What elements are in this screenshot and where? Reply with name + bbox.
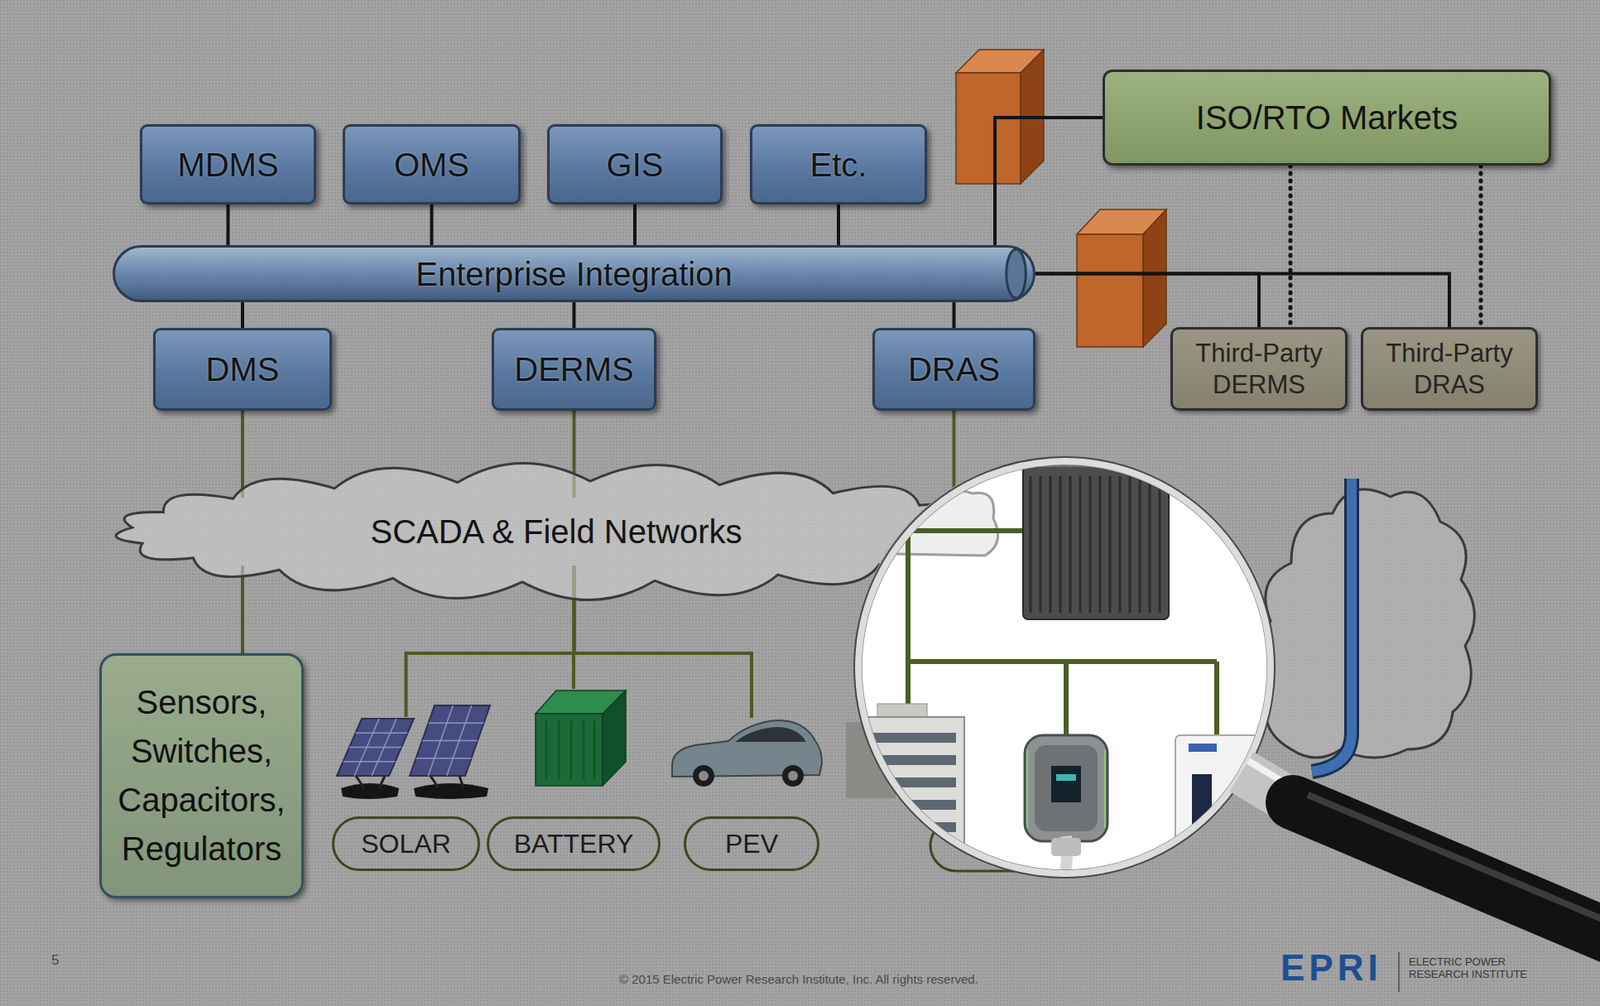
logo-wordmark: EPRI [1280,946,1383,990]
blue-tube [1311,478,1352,772]
label-pill: PEV [683,816,820,871]
water-heater-label [1188,743,1217,752]
system-box: DMS [153,327,332,411]
ev-charger [1024,735,1108,841]
connector-line [1035,273,1259,328]
connector-line [240,601,245,654]
ac-logo [1148,456,1156,464]
connector-line [574,601,753,718]
solar-panel [409,705,491,776]
network-cloud: SCADA & Field Networks [117,461,995,602]
connector-line [430,204,434,246]
system-box: MDMS [139,124,317,205]
firewall-front [956,72,1021,184]
ev-charger-display [1056,773,1077,781]
battery-side [602,690,626,786]
car-window [735,726,807,742]
third-party-box: Third-Party DRAS [1360,326,1538,411]
connector-line [994,117,1103,246]
copyright-notice: © 2015 Electric Power Research Institute… [619,971,979,986]
third-party-box: Third-Party DERMS [1170,326,1348,411]
node-text: DERMS [514,350,634,389]
node-text: DMS [206,350,280,389]
system-box: GIS [547,124,723,205]
solar-panel [336,718,414,776]
system-box: OMS [342,124,521,205]
node-text: PEV [725,828,779,860]
ac-grille [1030,475,1160,613]
car-wheel [782,764,804,787]
label-pill: BATTERY [486,816,661,871]
car-hub [698,770,709,781]
cloud-shape [115,462,997,600]
system-box: Etc. [749,124,928,205]
battery-ribs [546,720,595,780]
connector-line [952,302,957,328]
solar-legs [355,775,464,788]
connector-line [240,410,245,462]
connector-line [1035,273,1450,328]
car-wheel [692,764,715,787]
solar-stand [413,783,489,799]
cloud-wire-stub [952,461,957,498]
ev-charger-face [1034,744,1098,832]
logo-subtitle: ELECTRIC POWER RESEARCH INSTITUTE [1408,956,1552,981]
connector-line [572,302,577,328]
node-text: SCADA & Field Networks [369,512,742,551]
connector-line [572,410,577,462]
node-text: Third-Party DERMS [1181,337,1337,399]
device-node: SOLAR [331,716,481,871]
node-text: Third-Party DRAS [1371,337,1528,399]
connector-line [1288,165,1293,327]
node-text: Sensors, Switches, Capacitors, Regulator… [111,677,292,873]
page-number: 5 [51,951,59,969]
pipe-end [1006,249,1026,298]
connector-line [240,302,245,328]
ev-charger-plug [1051,837,1082,856]
node-text: OMS [393,145,470,184]
pipe-body [114,246,1035,302]
connector-line [406,601,575,717]
node-text: MDMS [177,145,279,184]
battery-front [535,713,603,786]
node-text: ISO/RTO Markets [1196,98,1458,137]
customer-cloud [1258,489,1475,758]
blue-tube-outline [1311,478,1352,772]
node-text: BATTERY [514,828,635,860]
node-text: DRAS [908,350,1000,389]
magnifier-handle-highlight [1307,794,1600,938]
firewall-side [1143,209,1167,347]
node-text: GIS [606,145,664,184]
label-pill: SOLAR [331,816,481,871]
connector-line [952,410,957,462]
solar-stand [341,783,399,799]
logo-divider [1398,951,1400,992]
solar-grid [416,705,485,776]
system-box: DRAS [872,327,1036,411]
building [862,716,965,870]
system-box: DERMS [491,327,657,411]
field-device-box: Sensors, Switches, Capacitors, Regulator… [99,653,304,899]
integration-bus: Enterprise Integration [112,245,1036,303]
node-text: Enterprise Integration [415,254,732,294]
node-text: SOLAR [360,828,451,860]
magnifier-handle [1292,802,1600,952]
ev-charger-accent [1027,749,1106,828]
connector-line [1479,165,1484,327]
market-box: ISO/RTO Markets [1102,69,1552,166]
node-text: Etc. [810,145,868,184]
car-hub [787,770,798,781]
device-node: PEV [683,717,820,871]
solar-grid [343,718,409,776]
connector-line [226,204,231,246]
connector-line [836,204,841,246]
connector-line [633,204,637,246]
device-node: BATTERY [486,688,661,871]
firewall-front [1076,234,1144,347]
cloud-group [115,461,997,602]
ev-charger-screen [1051,765,1082,803]
